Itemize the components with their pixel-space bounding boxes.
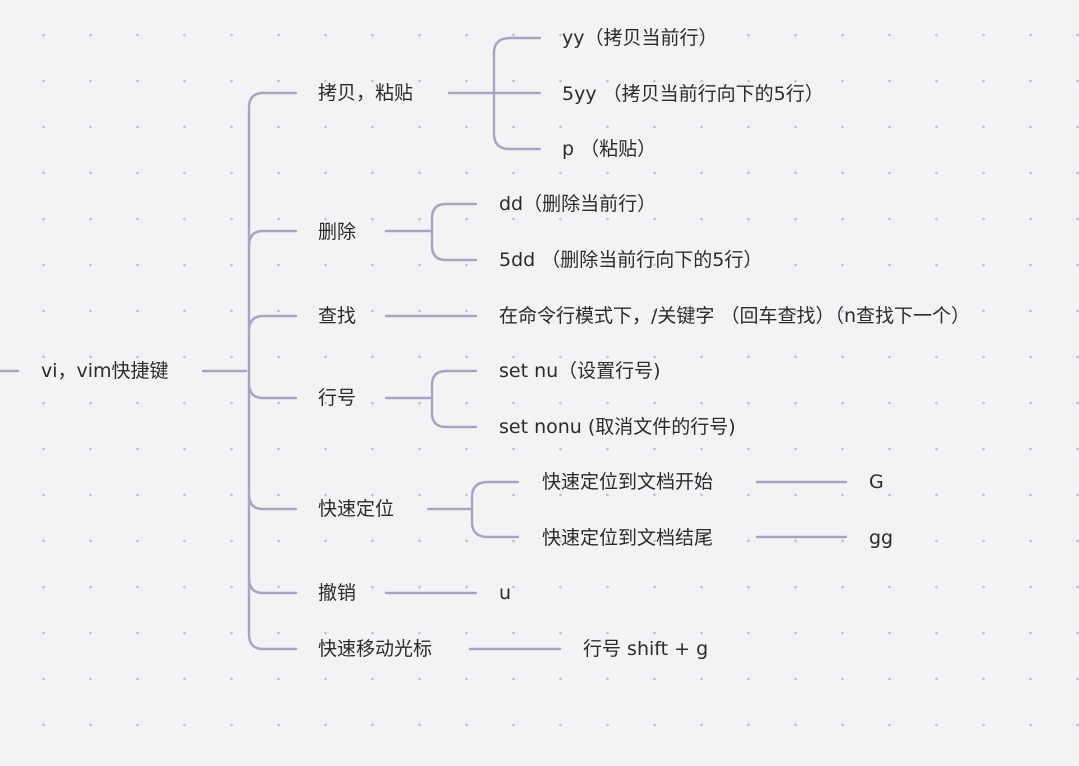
branch-line-number[interactable]: 行号 <box>318 387 357 409</box>
node-search-keyword[interactable]: 在命令行模式下，/关键字 （回车查找）（n查找下一个） <box>499 305 970 327</box>
branch-move-cursor[interactable]: 快速移动光标 <box>318 638 433 660</box>
node-p[interactable]: p （粘贴） <box>562 138 657 160</box>
node-5yy[interactable]: 5yy （拷贝当前行向下的5行） <box>562 83 824 105</box>
node-locate-end[interactable]: 快速定位到文档结尾 <box>542 527 714 549</box>
node-gg[interactable]: gg <box>869 527 894 549</box>
node-G[interactable]: G <box>869 471 884 493</box>
locate-bracket <box>470 480 520 539</box>
branch-undo[interactable]: 撤销 <box>318 582 357 604</box>
branch-find[interactable]: 查找 <box>318 305 357 327</box>
node-yy[interactable]: yy（拷贝当前行） <box>562 27 718 49</box>
node-5dd[interactable]: 5dd （删除当前行向下的5行） <box>499 249 763 271</box>
node-set-nu[interactable]: set nu（设置行号) <box>499 360 661 382</box>
copy-bracket <box>492 36 542 151</box>
branch-line-6 <box>247 576 298 595</box>
branch-copy-paste[interactable]: 拷贝，粘贴 <box>318 82 414 104</box>
branch-line-3 <box>247 314 298 333</box>
branch-line-2 <box>247 229 298 248</box>
level1-trunk <box>247 91 265 651</box>
branch-line-4 <box>247 381 298 400</box>
node-set-nonu[interactable]: set nonu (取消文件的行号) <box>499 416 736 438</box>
branch-delete[interactable]: 删除 <box>318 221 357 243</box>
node-shift-g[interactable]: 行号 shift + g <box>583 638 709 660</box>
node-u[interactable]: u <box>499 582 512 604</box>
line-number-bracket <box>430 369 478 429</box>
node-locate-start[interactable]: 快速定位到文档开始 <box>542 471 714 493</box>
branch-line-5 <box>247 492 298 511</box>
mindmap-root[interactable]: vi，vim快捷键 <box>41 360 169 382</box>
node-dd[interactable]: dd（删除当前行） <box>499 193 657 215</box>
branch-quick-locate[interactable]: 快速定位 <box>318 498 395 520</box>
delete-bracket <box>430 202 478 262</box>
